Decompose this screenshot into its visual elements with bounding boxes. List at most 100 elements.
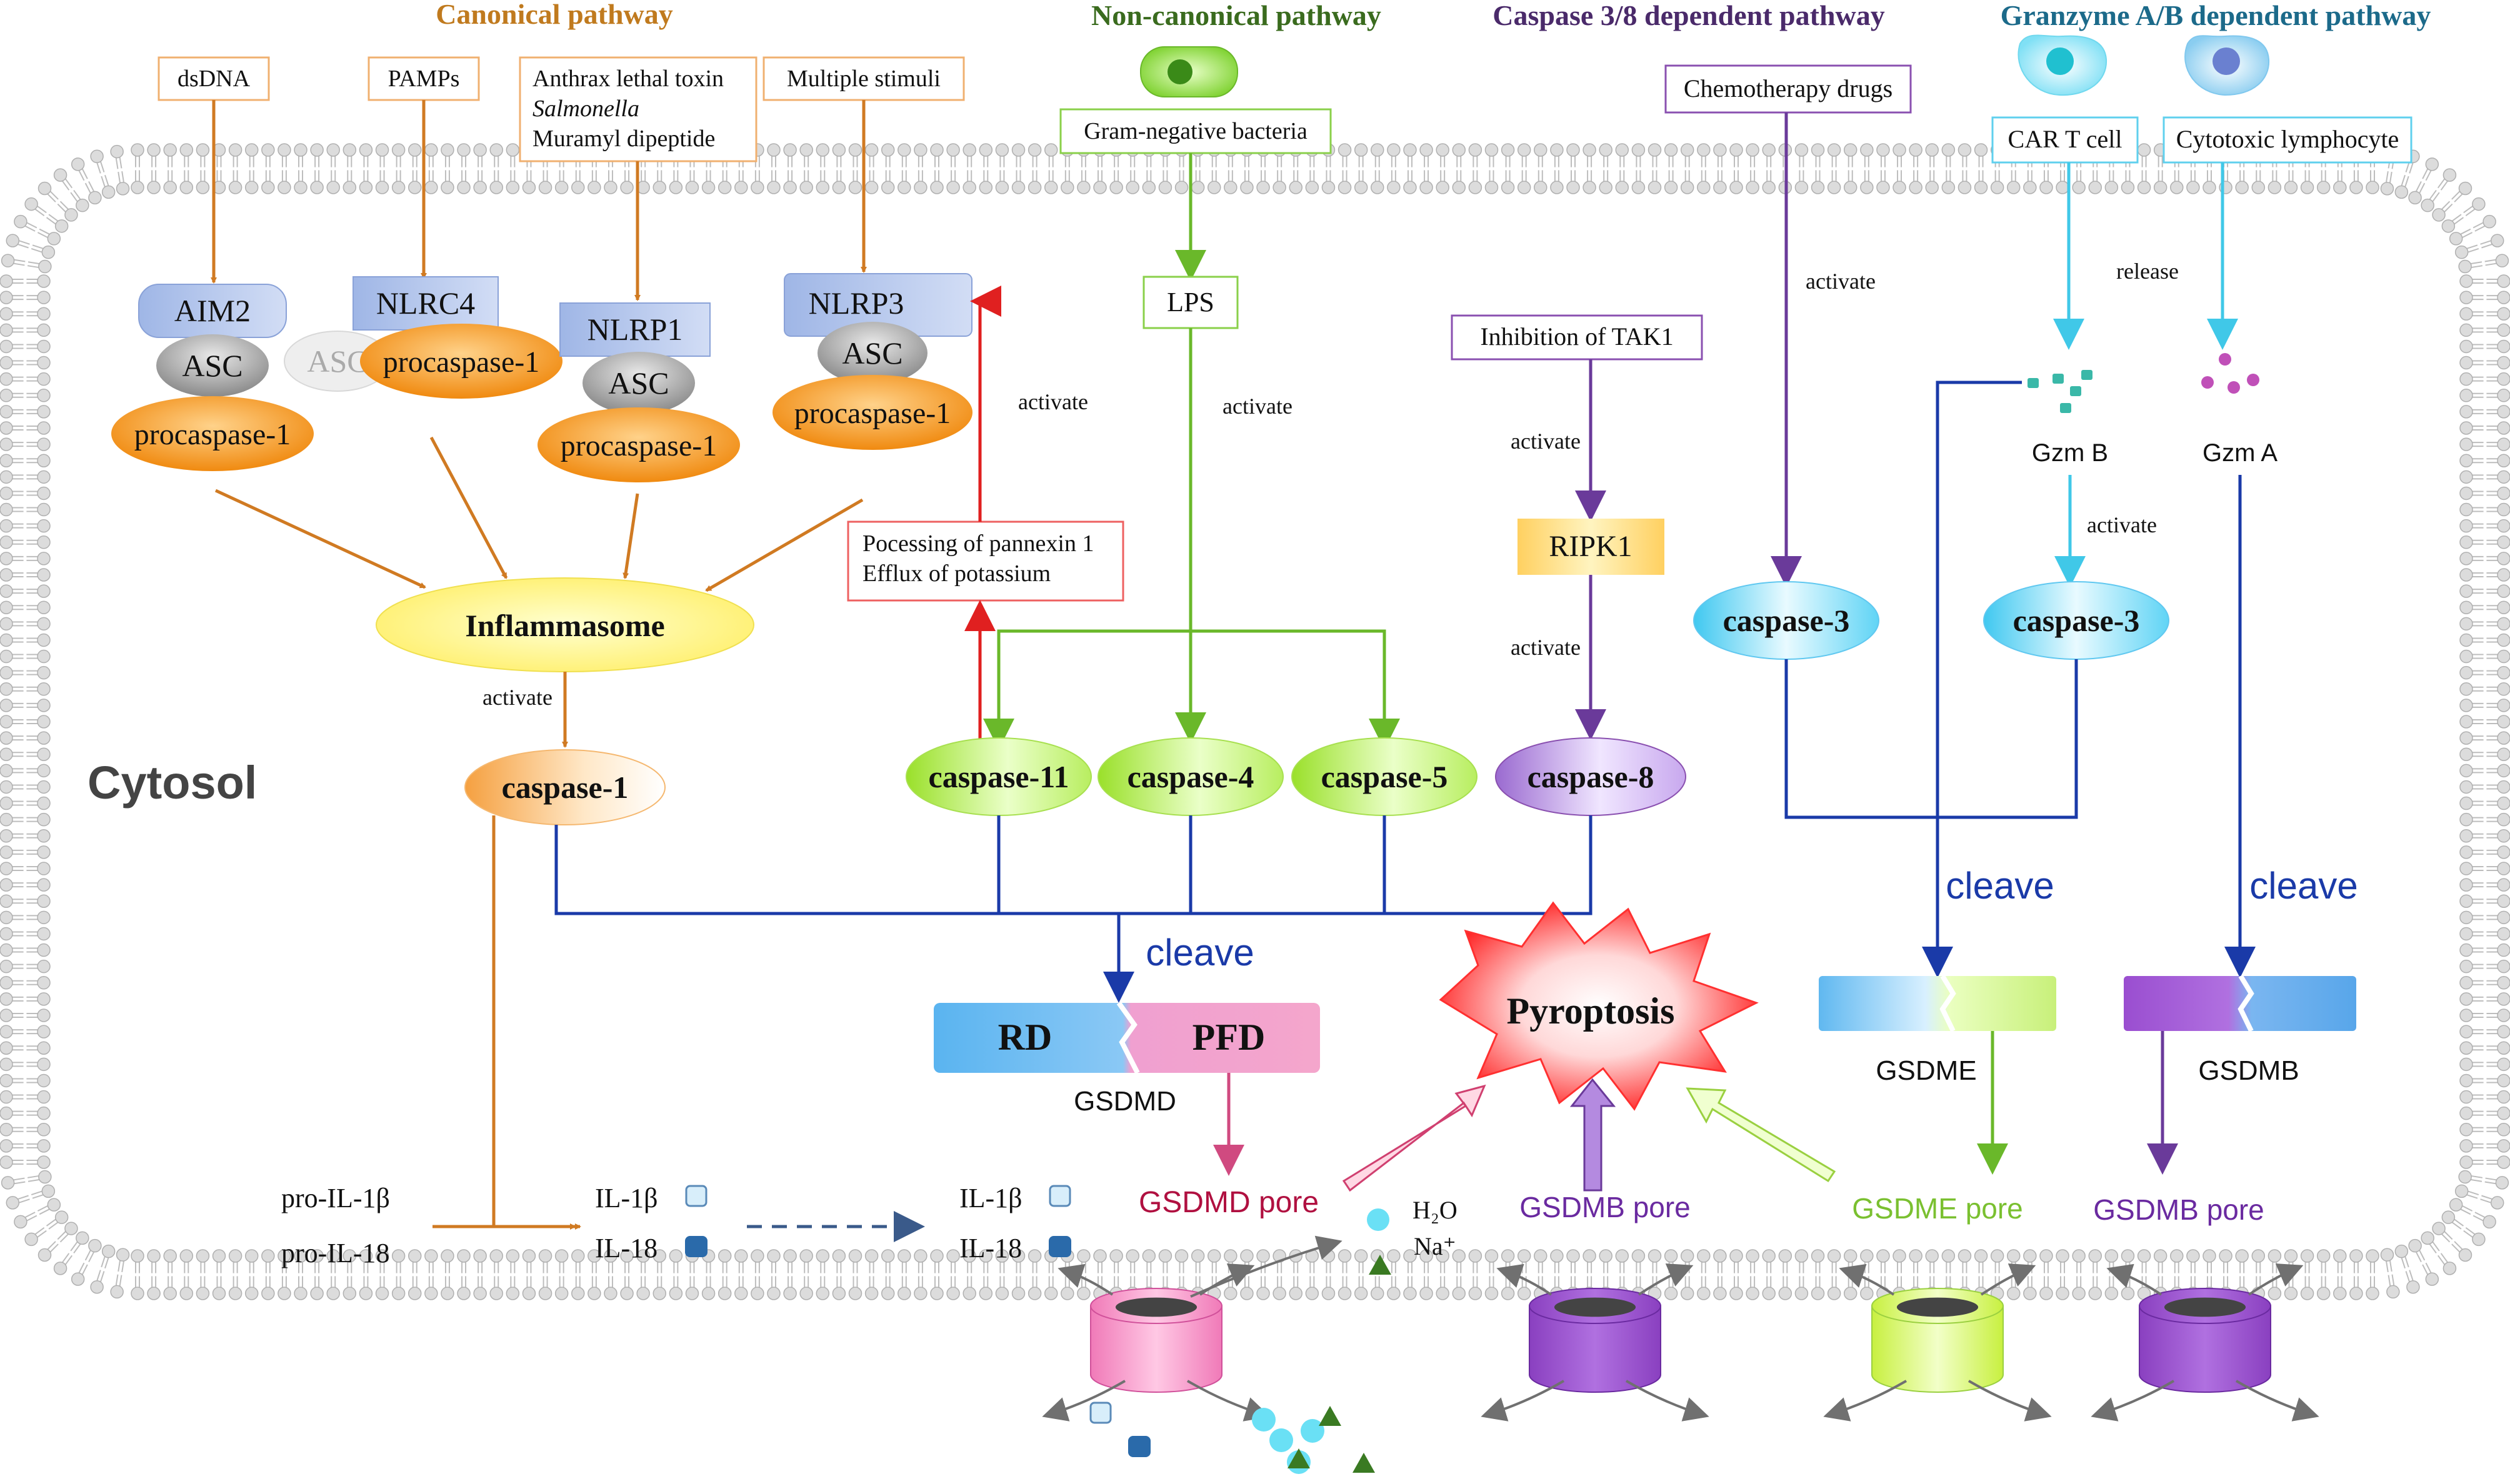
arrow-pore-to-h2o [1190, 1235, 1342, 1298]
cytotoxic-lymphocyte-icon [2184, 35, 2270, 96]
il18-label-b: IL-18 [959, 1233, 1022, 1263]
arrow-nlrc4-inflammasome [429, 436, 508, 579]
il18-icon-a [685, 1236, 708, 1257]
svg-text:ASC: ASC [842, 336, 902, 371]
label-activate-canonical: activate [482, 685, 552, 710]
svg-text:Salmonella: Salmonella [532, 96, 639, 122]
svg-text:ASC: ASC [608, 366, 669, 401]
gsdme-label: GSDME [1876, 1055, 1976, 1086]
asc-nlrc4: ASC [284, 331, 391, 392]
gsdmd-pore-cylinder [1042, 1263, 1271, 1422]
sensor-aim2: AIM2 [138, 284, 287, 338]
label-activate-ripk1: activate [1511, 635, 1581, 660]
asc-aim2: ASC [156, 334, 269, 397]
il1b-label-b: IL-1β [959, 1183, 1022, 1213]
stimulus-anthrax: Anthrax lethal toxin Salmonella Muramyl … [519, 56, 758, 162]
asc-nlrp1: ASC [582, 352, 695, 414]
svg-text:NLRP1: NLRP1 [588, 312, 683, 347]
gsdmd-label: GSDMD [1074, 1086, 1176, 1117]
svg-text:procaspase-1: procaspase-1 [134, 418, 291, 451]
svg-text:Inflammasome: Inflammasome [465, 608, 664, 643]
arrow-gsdmd-pore-pyroptosis [1342, 1084, 1486, 1192]
ripk1: RIPK1 [1518, 519, 1664, 575]
caspase11: caspase-11 [906, 737, 1092, 816]
label-cleave-gsdme: cleave [1946, 865, 2054, 907]
svg-text:CAR T cell: CAR T cell [2008, 125, 2122, 153]
il18-label-a: IL-18 [595, 1233, 658, 1263]
svg-text:LPS: LPS [1167, 287, 1214, 317]
procaspase1-aim2: procaspase-1 [111, 396, 314, 471]
caspase5: caspase-5 [1291, 737, 1478, 816]
label-cleave-gsdmd: cleave [1146, 932, 1254, 974]
svg-text:procaspase-1: procaspase-1 [383, 346, 540, 379]
arrow-nlrp1-inflammasome [622, 493, 639, 579]
arrow-gsdmb-pore-pyroptosis [1569, 1078, 1616, 1192]
svg-text:caspase-11: caspase-11 [929, 759, 1069, 794]
stimulus-car-t: CAR T cell [1991, 116, 2139, 164]
gsdmb-bar [2124, 974, 2356, 1032]
cytosol-label: Cytosol [88, 757, 257, 809]
svg-text:RD: RD [998, 1017, 1052, 1058]
svg-text:caspase-3: caspase-3 [2013, 603, 2140, 638]
il18-icon-b [1049, 1236, 1071, 1257]
svg-text:RIPK1: RIPK1 [1549, 530, 1632, 563]
gzmb-particles [2028, 370, 2092, 413]
gzma-label: Gzm A [2202, 439, 2278, 467]
gsdmb-pore-1-cylinder [1481, 1263, 1709, 1422]
stimulus-dsdna: dsDNA [158, 56, 270, 101]
gzmb-label: Gzm B [2032, 439, 2108, 467]
na-icon [1369, 1255, 1391, 1275]
inflammasome: Inflammasome [376, 577, 754, 672]
pro-il1b-label: pro-IL-1β [281, 1183, 390, 1213]
arrow-aim2-inflammasome [214, 489, 426, 589]
arrow-nlrp3-inflammasome [705, 498, 864, 592]
gsdme-pore-cylinder [1823, 1263, 2052, 1422]
procaspase1-nlrp3: procaspase-1 [772, 375, 972, 450]
pro-il18-label: pro-IL-18 [281, 1238, 390, 1268]
caspase3-right: caspase-3 [1983, 581, 2169, 660]
svg-text:NLRC4: NLRC4 [376, 286, 475, 321]
sensor-nlrp1: NLRP1 [559, 302, 711, 357]
svg-text:Cytotoxic lymphocyte: Cytotoxic lymphocyte [2176, 125, 2399, 153]
arrow-pannexin-nlrp3 [978, 299, 982, 522]
svg-text:Pocessing of pannexin 1: Pocessing of pannexin 1 [862, 530, 1094, 557]
svg-text:procaspase-1: procaspase-1 [561, 429, 718, 462]
svg-text:Efflux of potassium: Efflux of potassium [862, 560, 1051, 587]
stimulus-tak1: Inhibition of TAK1 [1451, 314, 1703, 361]
svg-text:dsDNA: dsDNA [178, 66, 251, 92]
gsdmd-pore-label: GSDMD pore [1139, 1186, 1319, 1219]
svg-text:Pyroptosis: Pyroptosis [1507, 990, 1675, 1032]
svg-text:Anthrax lethal toxin: Anthrax lethal toxin [532, 66, 724, 92]
svg-text:ASC: ASC [182, 348, 242, 383]
na-label: Na⁺ [1414, 1232, 1456, 1260]
label-activate-chemo: activate [1806, 269, 1876, 294]
svg-text:Multiple stimuli: Multiple stimuli [787, 66, 941, 92]
stimulus-chemo: Chemotherapy drugs [1664, 64, 1912, 114]
stimulus-multiple: Multiple stimuli [762, 56, 965, 101]
label-activate-tak1: activate [1511, 429, 1581, 454]
svg-text:Inhibition of TAK1: Inhibition of TAK1 [1480, 322, 1673, 351]
gsdme-pore-label: GSDME pore [1852, 1192, 2023, 1225]
caspase1: caspase-1 [464, 749, 666, 825]
stimulus-gram-negative: Gram-negative bacteria [1059, 108, 1332, 154]
pyroptosis-burst: Pyroptosis [1439, 901, 1759, 1111]
svg-text:Chemotherapy drugs: Chemotherapy drugs [1684, 74, 1892, 102]
arrow-gsdme-pore-pyroptosis [1686, 1087, 1836, 1183]
arrow-gzmb-line-to-gsdme [1922, 381, 2022, 978]
svg-text:procaspase-1: procaspase-1 [794, 397, 951, 430]
svg-text:caspase-3: caspase-3 [1723, 603, 1850, 638]
svg-text:Gram-negative bacteria: Gram-negative bacteria [1084, 118, 1308, 144]
gsdmb-pore-label-2: GSDMB pore [2093, 1193, 2264, 1226]
released-molecules [1089, 1402, 1375, 1474]
label-activate-pannexin: activate [1018, 389, 1088, 414]
lps: LPS [1142, 276, 1239, 329]
svg-text:PAMPs: PAMPs [388, 66, 460, 92]
gzma-particles [2201, 353, 2259, 394]
gsdmb-pore-2-cylinder [2091, 1263, 2319, 1422]
il1b-icon-b [1049, 1185, 1071, 1207]
caspase8: caspase-8 [1495, 737, 1686, 816]
asc-nlrp3: ASC [818, 322, 928, 384]
gsdmb-pore-label-1: GSDMB pore [1519, 1191, 1691, 1223]
header-noncanonical: Non-canonical pathway [1091, 0, 1381, 31]
